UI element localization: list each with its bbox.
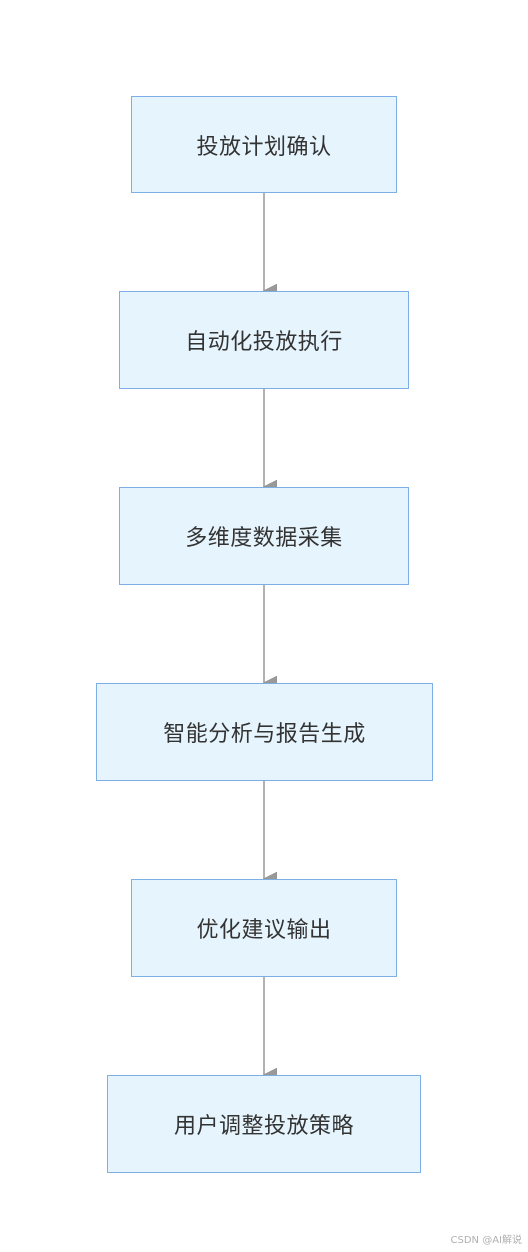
- node-label: 投放计划确认: [196, 134, 332, 160]
- node-label: 优化建议输出: [196, 918, 332, 943]
- watermark: CSDN @AI解说: [450, 1235, 522, 1246]
- node-data-collection: 多维度数据采集: [119, 487, 409, 585]
- node-plan-confirm: 投放计划确认: [131, 96, 397, 193]
- node-auto-execution: 自动化投放执行: [119, 291, 409, 389]
- node-label: 多维度数据采集: [185, 526, 343, 551]
- node-label: 智能分析与报告生成: [163, 722, 366, 747]
- node-label: 自动化投放执行: [185, 330, 343, 355]
- node-analysis-report: 智能分析与报告生成: [96, 683, 433, 781]
- node-label: 用户调整投放策略: [173, 1114, 354, 1139]
- node-user-adjust-strategy: 用户调整投放策略: [107, 1075, 421, 1173]
- node-optimization-output: 优化建议输出: [131, 879, 397, 977]
